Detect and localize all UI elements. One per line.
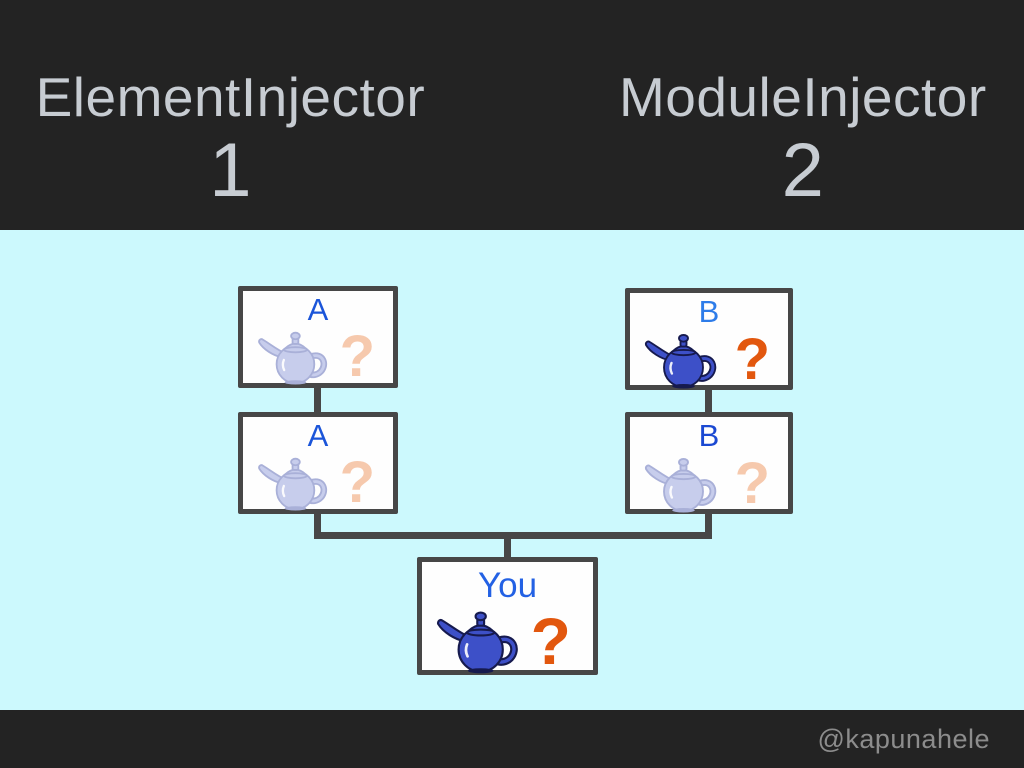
node-content-row: ? (630, 454, 788, 518)
connector-a-parent-child (314, 384, 321, 417)
node-a-child: A ? (238, 412, 398, 514)
element-injector-title: ElementInjector (35, 66, 426, 128)
teapot-icon (258, 457, 328, 511)
connector-b-parent-child (705, 386, 712, 417)
teapot-icon (644, 333, 717, 389)
question-mark: ? (339, 324, 375, 389)
node-label: You (477, 566, 538, 605)
connector-horizontal-bar (314, 532, 712, 539)
question-mark: ? (734, 451, 770, 516)
teapot-icon (436, 611, 518, 674)
author-handle: @kapunahele (817, 723, 990, 754)
node-content-row: ? (243, 328, 393, 390)
question-mark: ? (530, 604, 571, 678)
module-injector-title: ModuleInjector (618, 66, 987, 128)
node-content-row: ? (422, 607, 593, 679)
node-label: A (307, 418, 329, 453)
question-mark: ? (734, 327, 770, 392)
node-label: A (307, 292, 329, 327)
slide-footer: @kapunahele (0, 710, 1024, 768)
teapot-icon (258, 331, 328, 385)
node-b-child: B ? (625, 412, 793, 514)
connector-right-elbow (705, 510, 712, 539)
slide-header: ElementInjector 1 ModuleInjector 2 (0, 0, 1024, 230)
element-injector-number: 1 (209, 128, 252, 213)
node-label: B (698, 294, 720, 329)
node-content-row: ? (630, 330, 788, 394)
connector-left-elbow (314, 510, 321, 539)
node-content-row: ? (243, 454, 393, 516)
node-a-parent: A ? (238, 286, 398, 388)
teapot-icon (644, 457, 717, 513)
injector-tree-diagram: A ? A (0, 230, 1024, 710)
connector-to-you (504, 532, 511, 560)
header-module-injector: ModuleInjector 2 (619, 0, 987, 212)
node-b-parent: B ? (625, 288, 793, 390)
node-label: B (698, 418, 720, 453)
header-element-injector: ElementInjector 1 (36, 0, 426, 212)
module-injector-number: 2 (781, 128, 824, 213)
question-mark: ? (339, 450, 375, 515)
node-you: You ? (417, 557, 598, 675)
